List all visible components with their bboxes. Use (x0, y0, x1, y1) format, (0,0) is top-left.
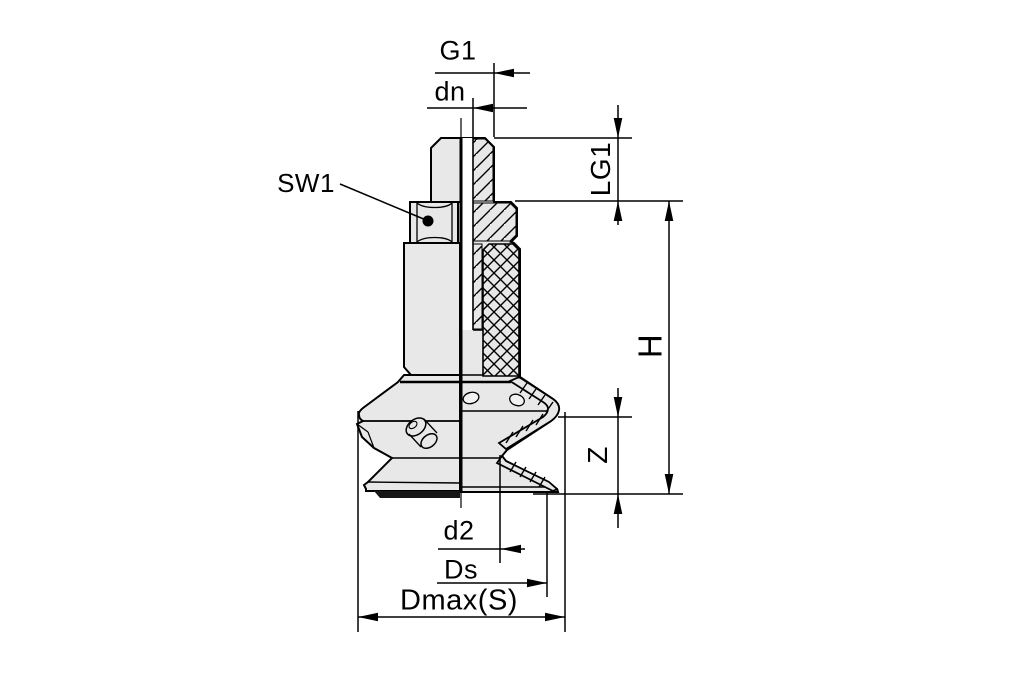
interior-lines (356, 374, 548, 488)
dim-label-d2: d2 (443, 515, 475, 546)
dim-label-lg1: LG1 (585, 141, 616, 197)
dim-label-g1: G1 (439, 35, 477, 66)
dim-label-dn: dn (434, 76, 466, 107)
dim-label-dmax: Dmax(S) (400, 584, 518, 617)
vacuum-hole-right (509, 393, 525, 407)
body-left (403, 242, 461, 376)
dim-label-ds: Ds (444, 554, 478, 585)
dim-label-z: Z (582, 446, 613, 464)
part-geometry (355, 118, 561, 508)
section-hatching-fitting (472, 138, 517, 330)
vacuum-hole-left (462, 391, 480, 405)
stud-left (430, 137, 462, 203)
wall-section-ticks (505, 382, 554, 488)
sealing-lip (374, 491, 460, 498)
dimension-lines (339, 63, 683, 632)
clip-boss (405, 417, 438, 450)
bore-channel (461, 138, 473, 330)
dim-label-sw1: SW1 (277, 168, 335, 198)
section-hatching-rubber (482, 243, 520, 377)
bellows-wall-upper (497, 375, 561, 451)
dim-label-h: H (631, 333, 669, 359)
